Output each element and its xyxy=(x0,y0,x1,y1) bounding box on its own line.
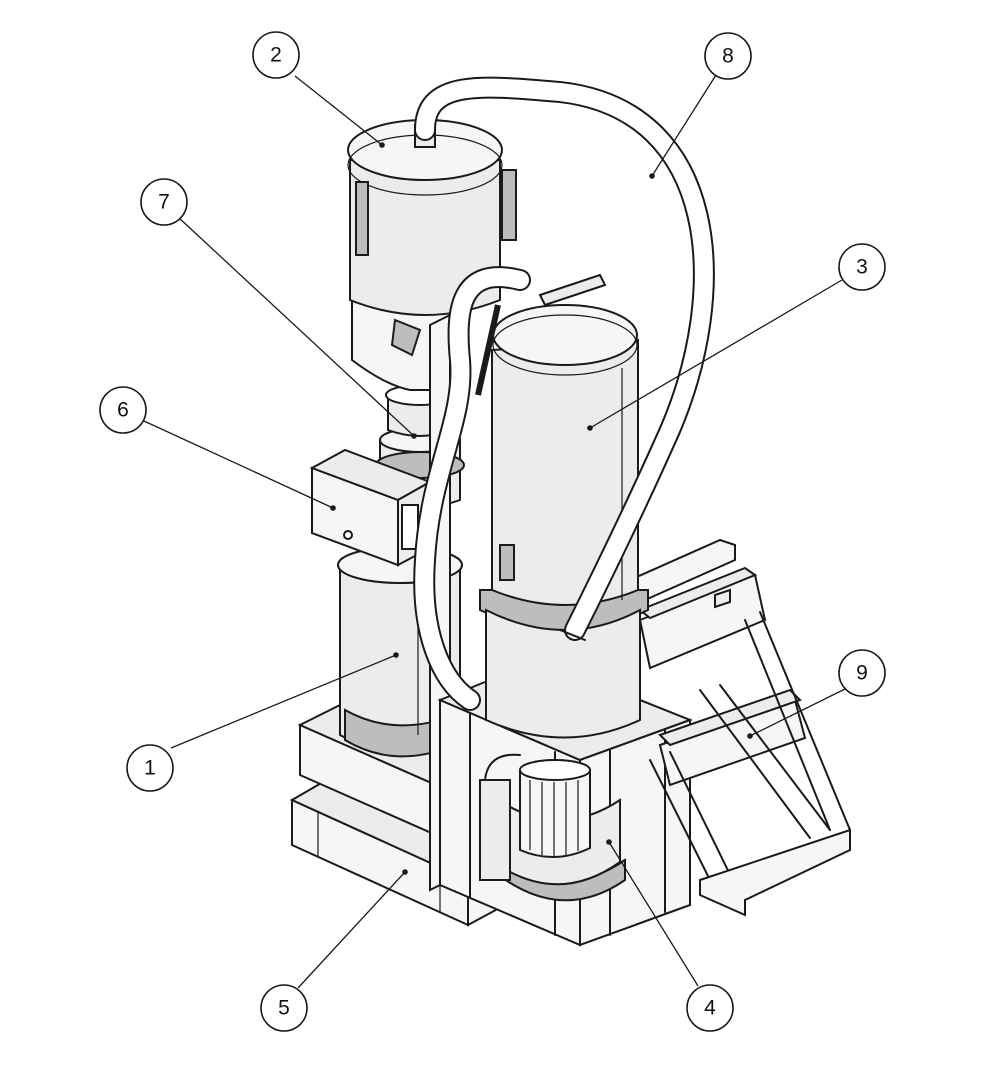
callout-8: 8 xyxy=(704,32,752,80)
callout-3-label: 3 xyxy=(856,256,868,279)
callout-8-label: 8 xyxy=(722,45,734,68)
callout-9-label: 9 xyxy=(856,662,868,685)
separator-cylinder xyxy=(479,273,649,739)
leader-lines xyxy=(143,74,846,989)
vacuum-hose xyxy=(413,76,715,711)
control-box xyxy=(309,448,433,567)
callout-2: 2 xyxy=(252,31,300,79)
blower-motor xyxy=(479,753,626,902)
callout-6: 6 xyxy=(99,386,147,434)
callout-6-label: 6 xyxy=(117,399,129,422)
callout-4-label: 4 xyxy=(704,997,716,1020)
callout-7-label: 7 xyxy=(158,191,170,214)
callout-9: 9 xyxy=(838,649,886,697)
callout-5-label: 5 xyxy=(278,997,290,1020)
callout-1: 1 xyxy=(126,744,174,792)
callout-2-label: 2 xyxy=(270,44,282,67)
callout-4: 4 xyxy=(686,984,734,1032)
callout-5: 5 xyxy=(260,984,308,1032)
callout-7: 7 xyxy=(140,178,188,226)
upper-hopper xyxy=(347,119,517,391)
callout-3: 3 xyxy=(838,243,886,291)
callout-1-label: 1 xyxy=(144,757,156,780)
